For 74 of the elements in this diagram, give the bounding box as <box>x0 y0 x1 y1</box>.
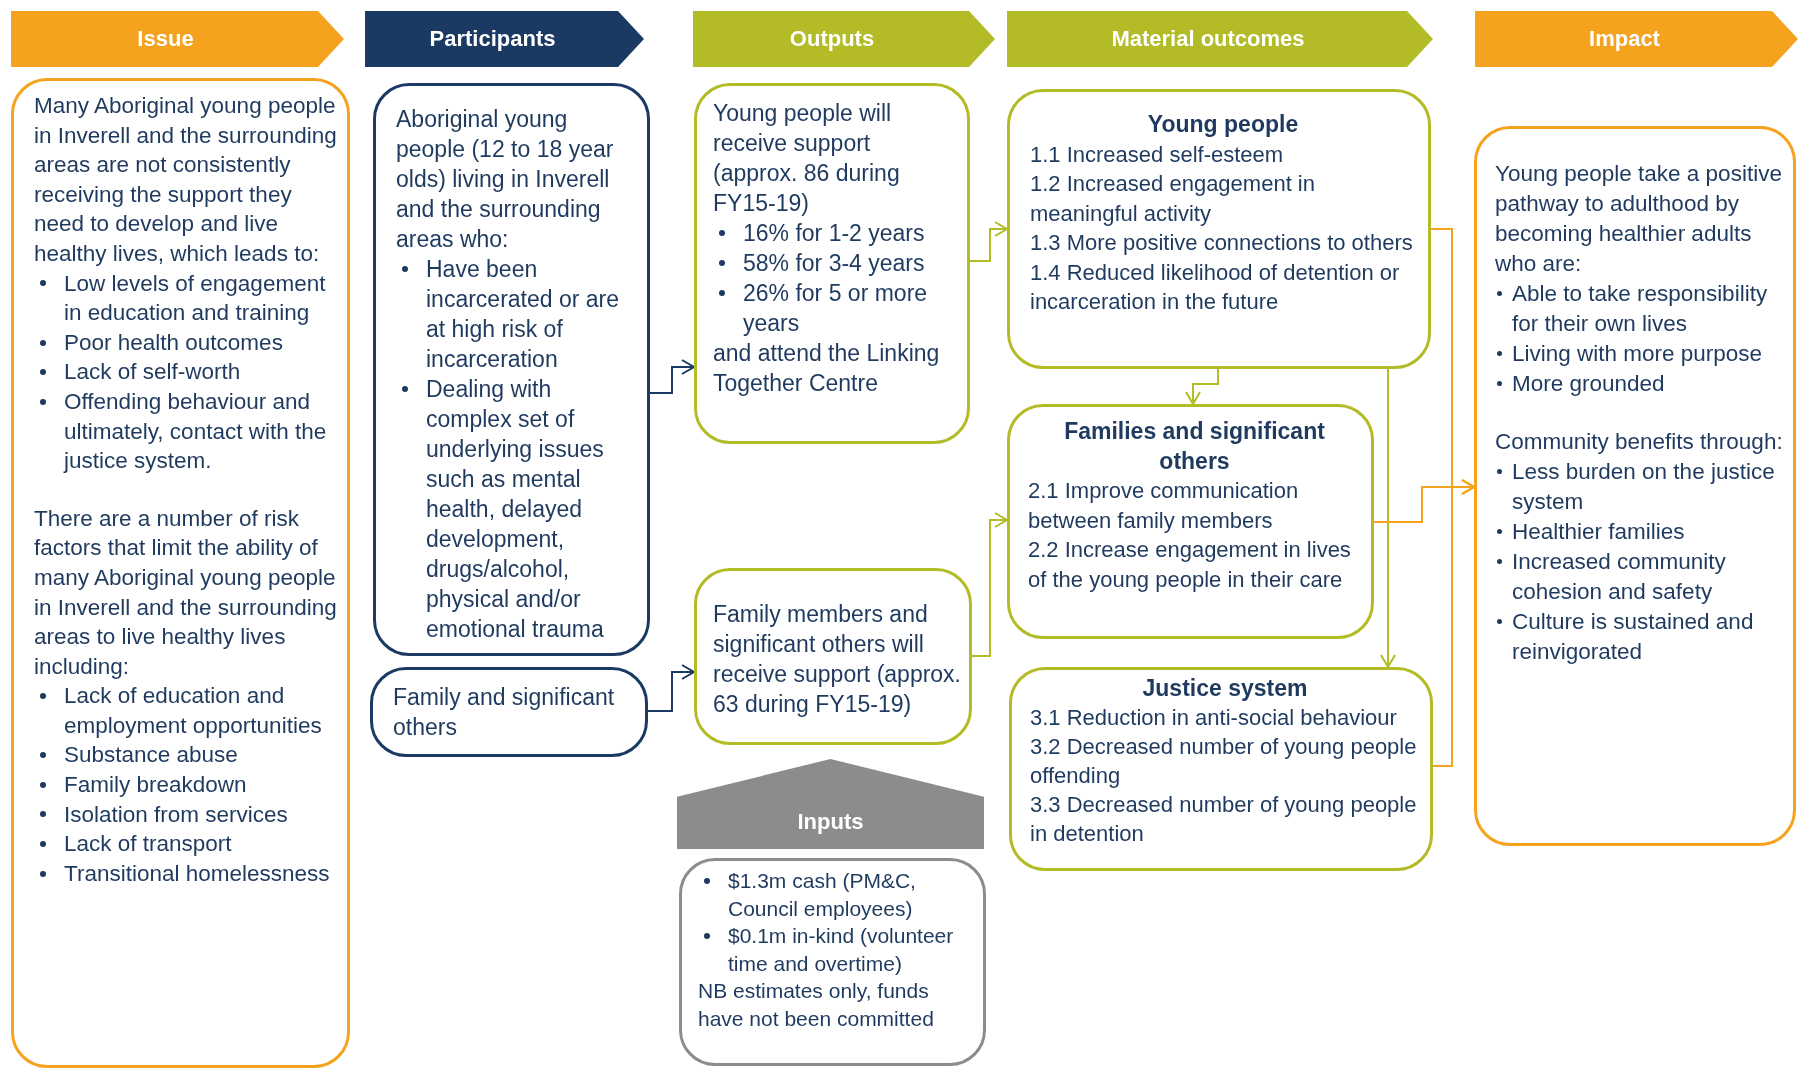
bullet-item: Culture is sustained and reinvigorated <box>1495 607 1789 667</box>
bullet-item: Less burden on the justice system <box>1495 457 1789 517</box>
box-text: 1.3 More positive connections to others <box>1030 229 1414 257</box>
box-text: Family and significant others <box>393 683 616 742</box>
content-box <box>370 667 648 757</box>
box-text: NB estimates only, funds have not been committed <box>698 978 935 1032</box>
bullet-item: Poor health outcomes <box>34 327 337 358</box>
box-text: 1.1 Increased self-esteem <box>1030 140 1285 169</box>
box-heading: Families and significant others <box>1063 417 1326 476</box>
bullet-item: Have been incarcerated or are at high risk of incarceration <box>396 254 637 374</box>
inputs-header <box>677 759 984 849</box>
content-box <box>11 78 350 1068</box>
bullet-item: Able to take responsibility for their own lives <box>1495 279 1789 339</box>
arrow <box>1185 368 1219 405</box>
content-box <box>373 83 650 656</box>
bullet-item: Offending behaviour and ultimately, contact with the justice system. <box>34 386 337 476</box>
box-text: 3.3 Decreased number of young people in detention <box>1030 791 1418 848</box>
box-text: Family members and significant others will receive support (approx. 63 during FY15-19) <box>713 600 961 719</box>
header-label: Issue <box>137 26 194 52</box>
box-text: 2.2 Increase engagement in lives of the young people in their care <box>1028 536 1352 594</box>
bullet-item: Isolation from services <box>34 799 337 830</box>
header-label: Inputs <box>797 809 864 835</box>
bullet-item: Increased community cohesion and safety <box>1495 547 1789 607</box>
bullet-item: Transitional homelessness <box>34 858 337 889</box>
bullet-item: Dealing with complex set of underlying issues such as mental health, delayed development, drugs/alcohol, physical and/or emotional trauma <box>396 374 637 644</box>
bullet-item: Low levels of engagement in education and training <box>34 268 337 328</box>
column-header <box>1007 11 1433 67</box>
bullet-item: Living with more purpose <box>1495 339 1789 369</box>
arrow <box>1432 479 1475 767</box>
content-box <box>1474 126 1796 846</box>
bullet-item: Lack of self-worth <box>34 357 337 387</box>
content-box <box>679 858 986 1066</box>
bullet-item: Substance abuse <box>34 740 337 771</box>
arrow <box>971 512 1008 657</box>
column-header <box>693 11 995 67</box>
bullet-item: $0.1m in-kind (volunteer time and overtime) <box>698 922 975 977</box>
header-label: Impact <box>1589 26 1660 52</box>
box-text: Young people will receive support (approx. 86 during FY15-19) <box>713 99 901 218</box>
content-box <box>1007 89 1431 369</box>
content-box <box>1007 404 1374 639</box>
box-heading: Justice system <box>1141 674 1309 703</box>
header-label: Participants <box>429 26 556 52</box>
content-box <box>694 568 972 745</box>
bullet-item: Family breakdown <box>34 770 337 800</box>
bullet-item: 58% for 3-4 years <box>713 248 959 278</box>
box-text: 2.1 Improve communication between family members <box>1028 477 1300 535</box>
arrow <box>649 359 695 394</box>
box-heading: Young people <box>1146 110 1300 139</box>
content-box <box>1009 667 1433 871</box>
bullet-item: 16% for 1-2 years <box>713 218 959 248</box>
header-label: Outputs <box>789 26 875 52</box>
bullet-item: Lack of transport <box>34 829 337 859</box>
box-text: 3.1 Reduction in anti-social behaviour <box>1030 704 1398 732</box>
arrow <box>969 221 1008 262</box>
box-text: Many Aboriginal young people in Inverell and the surrounding areas are not consistently receiving the support they need to develop and live healthy lives, which leads to: <box>34 92 337 268</box>
box-text: 1.4 Reduced likelihood of detention or incarceration in the future <box>1030 258 1401 316</box>
box-text: 1.2 Increased engagement in meaningful activity <box>1030 170 1316 228</box>
column-header <box>365 11 644 67</box>
arrow <box>647 664 695 712</box>
box-text: and attend the Linking Together Centre <box>713 339 941 398</box>
box-text: 3.2 Decreased number of young people offending <box>1030 733 1418 790</box>
header-label: Material outcomes <box>1111 26 1305 52</box>
box-text: There are a number of risk factors that limit the ability of many Aboriginal young people in Inverell and the surrounding areas to live healthy lives including: <box>34 504 337 681</box>
box-text: Aboriginal young people (12 to 18 year olds) living in Inverell and the surrounding areas who: <box>396 105 615 254</box>
content-box <box>694 83 970 444</box>
column-header <box>1475 11 1798 67</box>
bullet-item: Lack of education and employment opportunities <box>34 681 337 741</box>
arrow <box>1380 368 1396 668</box>
box-text: Young people take a positive pathway to adulthood by becoming healthier adults who are: <box>1495 160 1783 278</box>
bullet-item: $1.3m cash (PM&C, Council employees) <box>698 867 975 922</box>
bullet-item: Healthier families <box>1495 517 1789 547</box>
bullet-item: More grounded <box>1495 369 1789 399</box>
column-header <box>11 11 344 67</box>
box-text: Community benefits through: <box>1495 428 1784 456</box>
